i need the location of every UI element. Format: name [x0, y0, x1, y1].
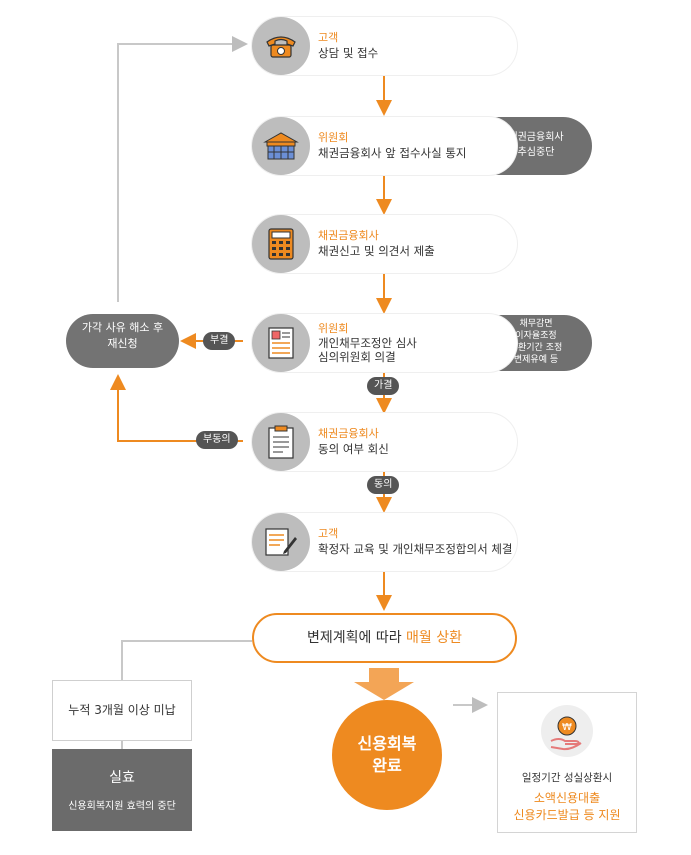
- invalid-box: 실효 신용회복지원 효력의 중단: [52, 749, 192, 831]
- complete-line: 신용회복: [357, 734, 417, 753]
- side-note-line: 상환기간 조정: [509, 343, 563, 353]
- plan-highlight: 매월 상환: [406, 630, 463, 646]
- svg-text:₩: ₩: [562, 722, 572, 733]
- step-action: 상담 및 접수: [318, 46, 379, 60]
- side-note-line: 추심중단: [517, 147, 555, 158]
- complete-circle: 신용회복 완료: [332, 700, 442, 810]
- plan-text: 변제계획에 따라: [306, 630, 407, 646]
- complete-line: 완료: [372, 756, 402, 775]
- retry-line: 가각 사유 해소 후: [81, 321, 164, 334]
- step-actor: 고객: [318, 527, 339, 540]
- step-review: 위원회 개인채무조정안 심사 심의위원회 의결: [252, 314, 517, 372]
- tag-agree: 동의: [367, 476, 400, 494]
- retry-line: 재신청: [107, 337, 138, 350]
- step-action: 채권금융회사 앞 접수사실 통지: [318, 146, 467, 160]
- side-note-line: 채무감면: [519, 319, 553, 329]
- step-claim-report: 채권금융회사 채권신고 및 의견서 제출: [252, 215, 517, 273]
- clipboard-icon: [252, 413, 310, 471]
- coin-hand-icon: ₩: [541, 705, 593, 757]
- step-consultation: 고객 상담 및 접수: [252, 17, 517, 75]
- fail-condition: 누적 3개월 이상 미납: [52, 680, 192, 741]
- step-action: 채권신고 및 의견서 제출: [318, 244, 435, 258]
- side-note-line: 이자율조정: [515, 331, 557, 341]
- step-consent: 채권금융회사 동의 여부 회신: [252, 413, 517, 471]
- phone-icon: [252, 17, 310, 75]
- support-line2: 소액신용대출: [533, 791, 601, 805]
- support-line3: 신용카드발급 등 지원: [513, 808, 621, 822]
- step-action: 동의 여부 회신: [318, 442, 389, 456]
- document-icon: [252, 314, 310, 372]
- step-actor: 위원회: [318, 322, 349, 335]
- side-note-line: 변제유예 등: [513, 355, 559, 365]
- calculator-icon: [252, 215, 310, 273]
- support-box: ₩ 일정기간 성실상환시 소액신용대출 신용카드발급 등 지원: [497, 692, 637, 833]
- side-note-line: 채권금융회사: [508, 132, 564, 143]
- invalid-title: 실효: [109, 770, 135, 786]
- step-actor: 채권금융회사: [318, 229, 379, 242]
- retry-node: 가각 사유 해소 후 재신청: [66, 314, 179, 368]
- signature-icon: [252, 513, 310, 571]
- repayment-plan: 변제계획에 따라 매월 상환: [252, 613, 517, 663]
- step-actor: 위원회: [318, 131, 349, 144]
- tag-disagree: 부동의: [196, 431, 238, 449]
- step-action: 심의위원회 의결: [318, 350, 396, 364]
- invalid-desc: 신용회복지원 효력의 중단: [68, 801, 176, 812]
- building-icon: [252, 117, 310, 175]
- support-line1: 일정기간 성실상환시: [521, 772, 613, 784]
- tag-approve: 가결: [367, 377, 400, 395]
- step-actor: 고객: [318, 31, 339, 44]
- step-action: 확정자 교육 및 개인채무조정합의서 체결: [318, 542, 513, 556]
- step-actor: 채권금융회사: [318, 427, 379, 440]
- step-notification: 위원회 채권금융회사 앞 접수사실 통지: [252, 117, 517, 175]
- step-agreement: 고객 확정자 교육 및 개인채무조정합의서 체결: [252, 513, 517, 571]
- tag-reject: 부결: [203, 332, 236, 350]
- step-action: 개인채무조정안 심사: [318, 336, 417, 350]
